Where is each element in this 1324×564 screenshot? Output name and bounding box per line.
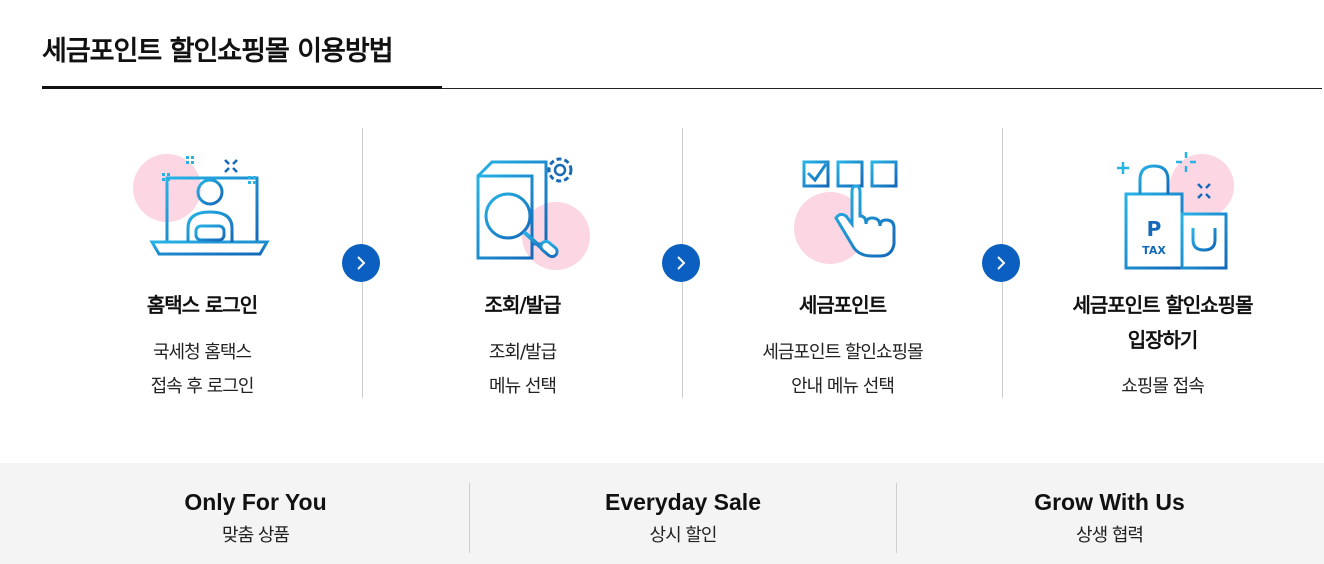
step-desc-line: 메뉴 선택	[489, 376, 557, 397]
steps-list: 홈택스 로그인 국세청 홈택스 접속 후 로그인	[42, 128, 1322, 398]
step-tax-point: 세금포인트 세금포인트 할인쇼핑몰 안내 메뉴 선택	[682, 128, 1002, 398]
feature-only-for-you: Only For You 맞춤 상품	[42, 483, 469, 553]
shopping-bag-icon: P TAX	[1088, 140, 1238, 270]
bag-text: TAX	[1142, 244, 1166, 257]
section-header: 세금포인트 할인쇼핑몰 이용방법	[42, 32, 1322, 89]
checkbox-hand-icon	[768, 140, 918, 270]
step-title: 조회/발급	[484, 293, 562, 317]
step-enter-shop: P TAX 세금포인트 할인쇼핑몰 입장하기 쇼핑몰 접속	[1002, 128, 1322, 398]
step-title: 세금포인트	[799, 293, 887, 317]
bag-letter: P	[1146, 217, 1161, 241]
title-underline	[42, 86, 442, 89]
feature-grow-with-us: Grow With Us 상생 협력	[896, 483, 1322, 553]
features-bar: Only For You 맞춤 상품 Everyday Sale 상시 할인 G…	[0, 463, 1324, 564]
feature-subtitle: 맞춤 상품	[222, 525, 290, 546]
step-title-line: 세금포인트 할인쇼핑몰	[1072, 293, 1254, 317]
step-desc-line: 세금포인트 할인쇼핑몰	[762, 342, 923, 363]
step-desc-line: 접속 후 로그인	[150, 376, 255, 397]
feature-title: Grow With Us	[1034, 489, 1185, 515]
document-search-icon	[448, 140, 598, 270]
step-desc-line: 쇼핑몰 접속	[1121, 376, 1205, 397]
step-homtax-login: 홈택스 로그인 국세청 홈택스 접속 후 로그인	[42, 128, 362, 398]
step-title-line: 입장하기	[1127, 328, 1199, 352]
feature-title: Everyday Sale	[604, 489, 761, 515]
step-desc-line: 조회/발급	[488, 342, 557, 363]
next-step-arrow	[982, 244, 1020, 282]
step-inquiry-issue: 조회/발급 조회/발급 메뉴 선택	[362, 128, 682, 398]
feature-everyday-sale: Everyday Sale 상시 할인	[469, 483, 896, 553]
feature-subtitle: 상생 협력	[1076, 525, 1144, 546]
step-desc-line: 안내 메뉴 선택	[791, 376, 895, 397]
chevron-right-icon	[677, 256, 686, 270]
next-step-arrow	[662, 244, 700, 282]
feature-subtitle: 상시 할인	[649, 525, 718, 546]
laptop-user-icon	[127, 140, 277, 270]
chevron-right-icon	[357, 256, 366, 270]
step-title: 홈택스 로그인	[146, 293, 258, 317]
feature-title: Only For You	[184, 489, 327, 515]
step-desc-line: 국세청 홈택스	[152, 342, 252, 363]
next-step-arrow	[342, 244, 380, 282]
chevron-right-icon	[997, 256, 1006, 270]
page-title: 세금포인트 할인쇼핑몰 이용방법	[42, 36, 394, 67]
